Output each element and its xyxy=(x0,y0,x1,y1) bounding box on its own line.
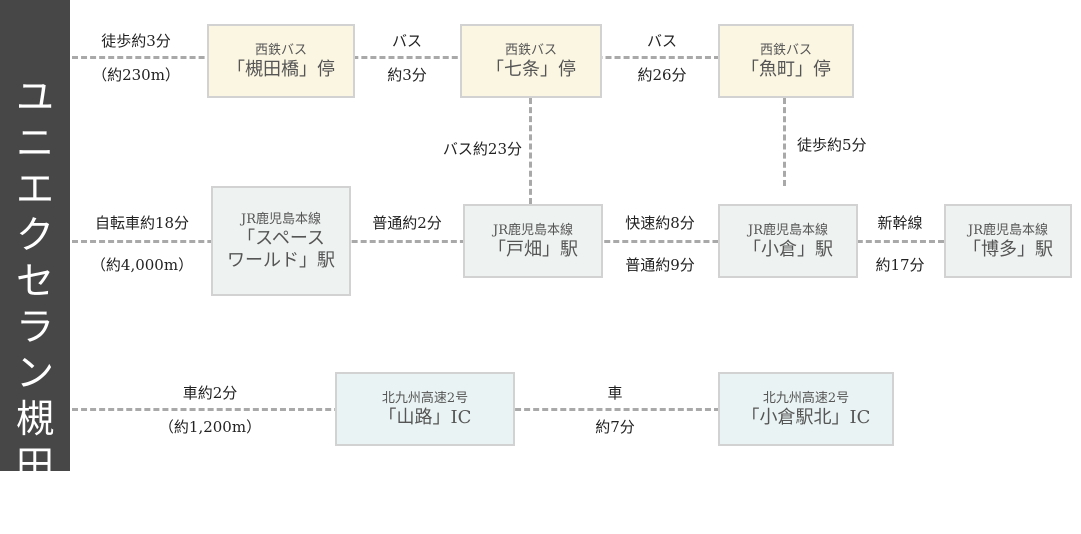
bus-segment-mode: バス xyxy=(391,32,422,50)
rail-line-name: JR鹿児島本線 xyxy=(241,211,321,227)
bike-distance-label: （約4,000m） xyxy=(90,256,194,274)
title-char: ニ xyxy=(15,121,54,165)
bus-stop-uomachi: 西鉄バス 「魚町」停 xyxy=(718,24,854,98)
car-distance-label: （約1,200m） xyxy=(158,418,262,436)
station-name-line1: 「スペース xyxy=(237,227,325,249)
bike-time-label: 自転車約18分 xyxy=(94,214,190,232)
uomachi-to-kokura-connector xyxy=(783,98,786,186)
bus-stop-name: 「槻田橋」停 xyxy=(227,58,335,80)
rail-line-name: JR鹿児島本線 xyxy=(748,222,828,238)
bus-segment-time: 約3分 xyxy=(387,66,427,84)
title-char: 田 xyxy=(15,443,54,487)
title-char: ラ xyxy=(15,305,54,349)
title-char: 橋 xyxy=(15,489,54,533)
property-name: ユ ニ エ ク セ ラ ン 槻 田 橋 xyxy=(0,74,70,534)
ic-yamaji: 北九州高速2号 「山路」IC xyxy=(335,372,515,446)
station-name-line2: ワールド」駅 xyxy=(227,249,335,271)
walk-to-kokura-time: 徒歩約5分 xyxy=(797,136,867,154)
title-char: ン xyxy=(15,351,54,395)
bus-stop-name: 「七条」停 xyxy=(486,58,576,80)
station-kokura: JR鹿児島本線 「小倉」駅 xyxy=(718,204,858,278)
interchange-name: 「小倉駅北」IC xyxy=(741,406,871,428)
title-char: セ xyxy=(15,259,54,303)
station-name: 「小倉」駅 xyxy=(743,238,833,260)
title-char: ク xyxy=(15,213,54,257)
highway-name: 北九州高速2号 xyxy=(381,390,469,406)
bus-operator: 西鉄バス xyxy=(759,42,812,58)
shinkansen-mode: 新幹線 xyxy=(877,214,923,232)
walk-distance-label: （約230m） xyxy=(92,66,180,84)
rail-segment-local: 普通約2分 xyxy=(372,214,442,232)
car-segment-time: 約7分 xyxy=(595,418,635,436)
station-tobata: JR鹿児島本線 「戸畑」駅 xyxy=(463,204,603,278)
car-time-label: 車約2分 xyxy=(182,384,238,402)
car-segment-mode: 車 xyxy=(607,384,623,402)
shinkansen-time: 約17分 xyxy=(875,256,925,274)
interchange-name: 「山路」IC xyxy=(378,406,472,428)
ic-kokura-eki-kita: 北九州高速2号 「小倉駅北」IC xyxy=(718,372,894,446)
bus-to-tobata-time: バス約23分 xyxy=(442,140,522,158)
bus-row-line xyxy=(72,56,720,59)
walk-time-label: 徒歩約3分 xyxy=(101,32,171,50)
highway-name: 北九州高速2号 xyxy=(762,390,850,406)
bus-to-tobata-connector xyxy=(529,98,532,204)
station-spaceworld: JR鹿児島本線 「スペース ワールド」駅 xyxy=(211,186,351,296)
station-name: 「戸畑」駅 xyxy=(488,238,578,260)
bus-operator: 西鉄バス xyxy=(504,42,557,58)
station-hakata: JR鹿児島本線 「博多」駅 xyxy=(944,204,1072,278)
bus-stop-shichijo: 西鉄バス 「七条」停 xyxy=(460,24,602,98)
sidebar: ユ ニ エ ク セ ラ ン 槻 田 橋 xyxy=(0,0,70,533)
station-name: 「博多」駅 xyxy=(963,238,1053,260)
bus-operator: 西鉄バス xyxy=(254,42,307,58)
bus-stop-name: 「魚町」停 xyxy=(741,58,831,80)
bus-segment-mode: バス xyxy=(646,32,677,50)
rail-line-name: JR鹿児島本線 xyxy=(493,222,573,238)
rail-segment-local: 普通約9分 xyxy=(625,256,695,274)
rail-segment-rapid: 快速約8分 xyxy=(625,214,695,232)
bus-stop-tsukidabashi: 西鉄バス 「槻田橋」停 xyxy=(207,24,355,98)
bus-segment-time: 約26分 xyxy=(637,66,687,84)
title-char: ユ xyxy=(15,75,54,119)
title-char: 槻 xyxy=(15,397,54,441)
title-char: エ xyxy=(15,167,54,211)
rail-line-name: JR鹿児島本線 xyxy=(968,222,1048,238)
